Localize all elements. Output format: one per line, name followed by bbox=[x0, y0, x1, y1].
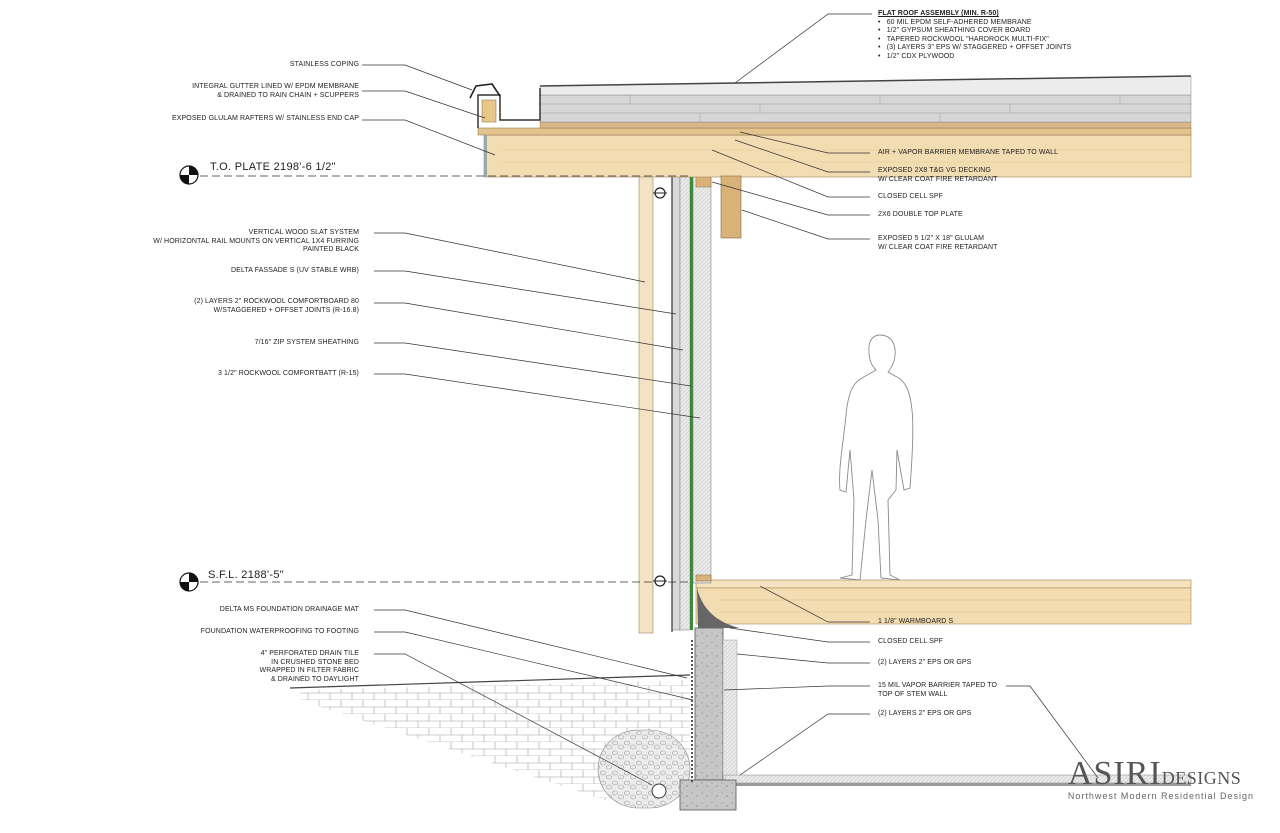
wall-comfortbatt bbox=[692, 134, 712, 584]
roof-plywood bbox=[539, 121, 1192, 129]
stainless-coping bbox=[469, 83, 501, 99]
label-drainage-mat: DELTA MS FOUNDATION DRAINAGE MAT bbox=[219, 606, 359, 613]
label-closed-cell-spf-roof: CLOSED CELL SPF bbox=[878, 193, 944, 200]
wall-outer-rainscreen bbox=[671, 134, 681, 631]
top-plate-level-symbol bbox=[179, 165, 199, 185]
roof-decking bbox=[477, 127, 1192, 136]
label-closed-cell-spf-floor: CLOSED CELL SPF bbox=[878, 638, 944, 645]
roof-assembly-item: • 1/2" GYPSUM SHEATHING COVER BOARD bbox=[878, 27, 1031, 34]
human-scale-figure bbox=[839, 334, 914, 581]
label-air-vapor-barrier: AIR + VAPOR BARRIER MEMBRANE TAPED TO WA… bbox=[878, 149, 1059, 156]
floor-warmboard bbox=[695, 579, 1192, 589]
glulam-beam bbox=[720, 175, 742, 239]
roof-eps-joints bbox=[540, 95, 1191, 122]
floor-spf bbox=[697, 588, 740, 628]
wall-zip-sheathing bbox=[690, 135, 693, 630]
leader-lines bbox=[362, 13, 1099, 786]
stem-wall bbox=[694, 627, 724, 781]
ground-line bbox=[289, 674, 691, 689]
slat-mount-bottom bbox=[653, 575, 667, 587]
slat-mount-top bbox=[653, 187, 667, 199]
label-foundation-waterproofing: FOUNDATION WATERPROOFING TO FOOTING bbox=[200, 628, 359, 635]
asiri-designs-logo: ASIRIDESIGNS Northwest Modern Residentia… bbox=[1067, 755, 1254, 802]
drain-tile bbox=[651, 783, 667, 799]
crushed-stone-bed bbox=[597, 729, 691, 809]
roof-assembly-title: FLAT ROOF ASSEMBLY (MIN. R-50) bbox=[878, 10, 999, 17]
roof-rafter-grain bbox=[500, 149, 1190, 163]
logo-tagline: Northwest Modern Residential Design bbox=[1067, 791, 1254, 801]
slab-line bbox=[725, 783, 1191, 786]
label-eps-slab: (2) LAYERS 2" EPS OR GPS bbox=[878, 710, 972, 717]
roof-assembly-note: FLAT ROOF ASSEMBLY (MIN. R-50) • 60 MIL … bbox=[878, 10, 1071, 61]
label-comfortbatt: 3 1/2" ROCKWOOL COMFORTBATT (R-15) bbox=[218, 370, 359, 377]
floor-structure bbox=[695, 587, 1192, 625]
roof-membrane bbox=[539, 75, 1192, 87]
wall-bottom-plate bbox=[695, 574, 712, 582]
footing bbox=[679, 779, 737, 811]
roof-assembly-item: • (3) LAYERS 3" EPS W/ STAGGERED + OFFSE… bbox=[878, 44, 1072, 51]
rafter-end-cap bbox=[484, 135, 487, 177]
gutter-insulation bbox=[481, 99, 497, 123]
label-stainless-coping: STAINLESS COPING bbox=[289, 61, 359, 68]
floor-grain bbox=[720, 599, 1190, 613]
roof-eps bbox=[539, 94, 1192, 123]
roof-assembly-item: • TAPERED ROCKWOOL "HARDROCK MULTI-FIX" bbox=[878, 35, 1049, 43]
logo-name-small: DESIGNS bbox=[1161, 768, 1242, 788]
label-warmboard: 1 1/8" WARMBOARD S bbox=[878, 618, 954, 625]
earth-hatch bbox=[300, 680, 690, 805]
wall-slat bbox=[638, 139, 654, 634]
label-integral-gutter: INTEGRAL GUTTER LINED W/ EPDM MEMBRANE& … bbox=[192, 83, 359, 99]
sfl-level-label: S.F.L. 2188'-5" bbox=[208, 569, 284, 581]
label-eps-stem: (2) LAYERS 2" EPS OR GPS bbox=[878, 659, 972, 666]
roof-tapered-rockwool bbox=[539, 75, 1192, 96]
top-plate-level-label: T.O. PLATE 2198'-6 1/2" bbox=[210, 161, 336, 173]
roof-assembly-item: • 1/2" CDX PLYWOOD bbox=[878, 52, 955, 60]
roof-assembly-item: • 60 MIL EPDM SELF-ADHERED MEMBRANE bbox=[878, 18, 1032, 26]
label-delta-fassade: DELTA FASSADE S (UV STABLE WRB) bbox=[231, 267, 359, 274]
wall-comfortboard bbox=[679, 134, 691, 631]
label-double-top-plate: 2X6 DOUBLE TOP PLATE bbox=[878, 211, 963, 218]
label-zip-sheathing: 7/16" ZIP SYSTEM SHEATHING bbox=[254, 339, 359, 346]
label-glulam-rafters: EXPOSED GLULAM RAFTERS W/ STAINLESS END … bbox=[172, 115, 359, 122]
integral-gutter bbox=[477, 88, 541, 128]
stem-insulation bbox=[722, 639, 738, 776]
logo-name-big: ASIRI bbox=[1067, 755, 1162, 792]
sfl-level-symbol bbox=[179, 572, 199, 592]
roof-glulam-rafters bbox=[483, 134, 1192, 178]
